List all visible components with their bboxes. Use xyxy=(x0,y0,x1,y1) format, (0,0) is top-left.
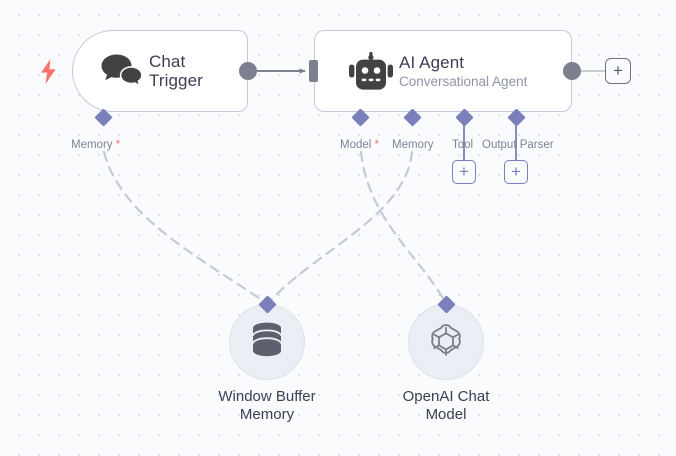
window-buffer-memory-label: Window Buffer Memory xyxy=(218,388,316,424)
node-chat-trigger[interactable]: Chat Trigger xyxy=(72,30,248,112)
ai-agent-output-parser-label: Output Parser xyxy=(482,139,554,151)
ai-agent-input-port[interactable] xyxy=(309,60,318,82)
node-ai-agent[interactable]: AI Agent Conversational Agent xyxy=(314,30,572,112)
plus-icon: + xyxy=(613,60,623,80)
robot-icon xyxy=(343,52,399,90)
chat-bubbles-icon xyxy=(97,53,149,89)
database-icon xyxy=(251,322,283,363)
chat-trigger-memory-label: Memory * xyxy=(71,139,120,151)
ai-agent-output-port[interactable] xyxy=(563,62,581,80)
ai-agent-text: AI Agent Conversational Agent xyxy=(399,53,527,89)
ai-agent-model-label: Model * xyxy=(340,139,379,151)
add-tool-button[interactable]: + xyxy=(452,160,476,184)
ai-agent-subtitle: Conversational Agent xyxy=(399,73,528,89)
port-label-text: Model xyxy=(340,139,372,151)
openai-chat-model-label: OpenAI Chat Model xyxy=(402,388,490,424)
chat-trigger-output-port[interactable] xyxy=(239,62,257,80)
ai-agent-memory-label: Memory xyxy=(392,139,434,151)
required-asterisk: * xyxy=(112,139,121,151)
chat-trigger-title-line1: Chat xyxy=(149,51,186,71)
add-next-node-button[interactable]: + xyxy=(605,58,631,84)
openai-icon xyxy=(428,322,464,363)
port-label-text: Memory xyxy=(71,139,113,151)
lightning-bolt-icon xyxy=(40,59,57,89)
node-window-buffer-memory[interactable] xyxy=(229,304,305,380)
ai-agent-title: AI Agent xyxy=(399,52,465,72)
chat-trigger-title-line2: Trigger xyxy=(149,71,203,90)
node-openai-chat-model[interactable] xyxy=(408,304,484,380)
ai-agent-tool-label: Tool xyxy=(452,139,474,151)
add-output-parser-button[interactable]: + xyxy=(504,160,528,184)
plus-icon: + xyxy=(511,161,521,181)
chat-trigger-text: Chat Trigger xyxy=(149,52,203,90)
required-asterisk: * xyxy=(371,139,379,151)
plus-icon: + xyxy=(459,161,469,181)
